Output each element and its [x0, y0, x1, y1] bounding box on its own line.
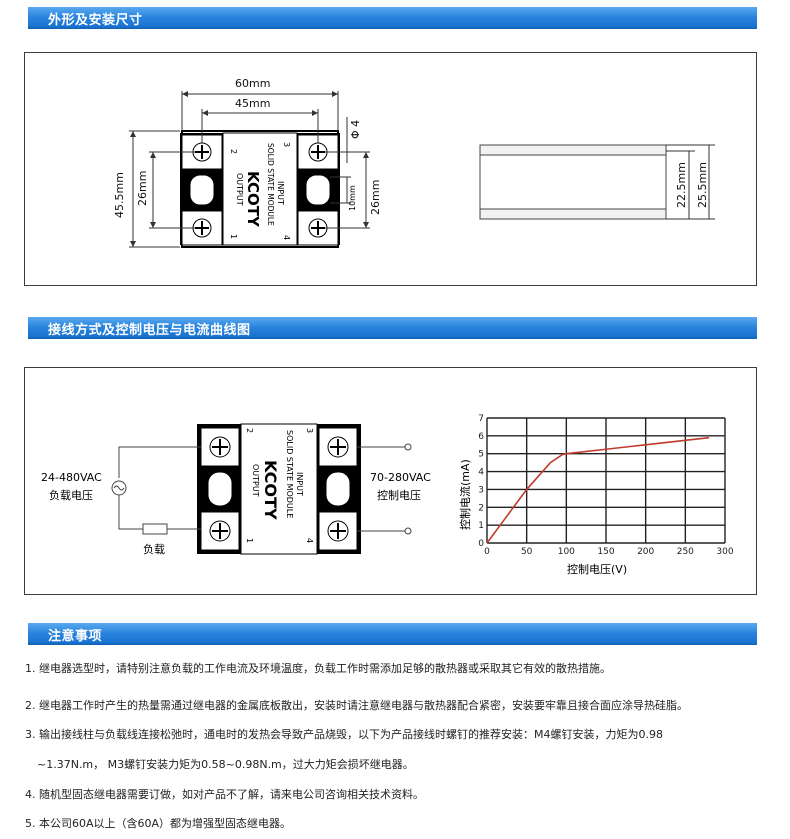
section-title-dimensions: 外形及安装尺寸 [48, 13, 143, 28]
x-tick-label: 250 [677, 547, 694, 557]
term-4-label: 4 [282, 235, 291, 240]
dim-height-holes-left: 26mm [136, 171, 149, 206]
x-tick-label: 50 [521, 547, 533, 557]
note-item: 2. 继电器工作时产生的热量需通过继电器的金属底板散出，安装时请注意继电器与散热… [25, 699, 688, 712]
wire-load-bottom [118, 495, 143, 530]
y-tick-label: 7 [478, 414, 484, 424]
load-resistor [142, 523, 168, 535]
section-header-wiring: 接线方式及控制电压与电流曲线图 [28, 317, 757, 339]
section-header-notes: 注意事项 [28, 623, 757, 645]
x-tick-label: 0 [484, 547, 490, 557]
note-item: 1. 继电器选型时，请特别注意负载的工作电流及环境温度，负载工作时需添加足够的散… [25, 662, 611, 675]
dim-slot: 10mm [348, 185, 357, 211]
mount-slot-left [189, 174, 215, 206]
x-tick-label: 100 [558, 547, 575, 557]
wiring-output-label: OUTPUT [251, 464, 260, 497]
series-line [486, 436, 710, 544]
control-terminal-minus [404, 527, 412, 535]
term-2-label: 2 [229, 149, 238, 154]
dim-height-total: 45.5mm [113, 172, 126, 218]
side-view-body [479, 144, 667, 220]
input-label: INPUT [276, 181, 285, 205]
y-tick-label: 1 [478, 521, 484, 531]
wiring-panel: 2 1 3 4 OUTPUT KCOTY SOLID STATE MODULE … [24, 367, 757, 595]
y-tick-label: 2 [478, 503, 484, 513]
note-item: 4. 随机型固态继电器需要订做，如对产品不了解，请来电公司咨询相关技术资料。 [25, 788, 424, 801]
wiring-brand: KCOTY [261, 460, 280, 520]
y-tick-label: 4 [478, 468, 484, 478]
dim-side-h1: 22.5mm [675, 162, 688, 208]
control-voltage-label: 控制电压 [377, 488, 421, 502]
note-item: 5. 本公司60A以上（含60A）都为增强型固态继电器。 [25, 817, 292, 830]
dimension-drawing: 2 1 3 4 OUTPUT KCOTY SOLID STATE MODULE … [113, 77, 715, 248]
current-voltage-chart: 0 50 100 150 200 250 300 0 1 2 3 4 5 6 7 [478, 414, 734, 557]
section-title-notes: 注意事项 [48, 629, 103, 644]
control-voltage: 70-280VAC [370, 471, 431, 484]
y-tick-label: 5 [478, 450, 484, 460]
x-tick-label: 150 [597, 547, 614, 557]
module-label-face [222, 132, 298, 246]
note-item: ~1.37N.m， M3螺钉安装力矩为0.58~0.98N.m，过大力矩会损坏继… [37, 758, 414, 771]
chart-ylabel: 控制电流(mA) [458, 459, 472, 530]
wiring-term-2: 2 [245, 428, 254, 433]
term-3-label: 3 [282, 142, 291, 147]
y-tick-label: 3 [478, 485, 484, 495]
term-1-label: 1 [229, 234, 238, 239]
load-voltage-label: 负载电压 [49, 488, 93, 502]
y-tick-label: 0 [478, 539, 484, 549]
module-subtitle: SOLID STATE MODULE [266, 143, 275, 226]
wiring-subtitle: SOLID STATE MODULE [285, 430, 294, 518]
dim-hole-diameter: Φ 4 [349, 120, 362, 139]
x-tick-label: 200 [637, 547, 654, 557]
output-label: OUTPUT [235, 173, 244, 206]
control-terminal-plus [404, 443, 412, 451]
mount-slot-right [305, 174, 331, 206]
note-item: 3. 输出接线柱与负载线连接松弛时，通电时的发热会导致产品烧毁，以下为产品接线时… [25, 728, 663, 741]
brand-label: KCOTY [244, 171, 262, 228]
chart-xlabel: 控制电压(V) [567, 562, 627, 576]
dim-width-total: 60mm [235, 77, 270, 90]
wiring-module-face [240, 423, 318, 555]
wiring-input-label: INPUT [295, 472, 304, 496]
load-label: 负载 [143, 542, 165, 556]
wiring-term-1: 1 [245, 538, 254, 543]
wiring-term-3: 3 [305, 428, 314, 433]
dim-width-holes: 45mm [235, 97, 270, 110]
wire-load-top [118, 446, 201, 478]
wiring-term-4: 4 [305, 538, 314, 543]
y-tick-label: 6 [478, 432, 484, 442]
dim-side-h2: 25.5mm [696, 162, 709, 208]
section-header-dimensions: 外形及安装尺寸 [28, 7, 757, 29]
load-voltage: 24-480VAC [41, 471, 102, 484]
section-title-wiring: 接线方式及控制电压与电流曲线图 [48, 323, 251, 338]
wiring-drawing: 2 1 3 4 OUTPUT KCOTY SOLID STATE MODULE … [41, 414, 734, 576]
x-tick-label: 300 [716, 547, 733, 557]
dimensions-panel: 2 1 3 4 OUTPUT KCOTY SOLID STATE MODULE … [24, 52, 757, 286]
dim-height-holes-right: 26mm [369, 180, 382, 215]
